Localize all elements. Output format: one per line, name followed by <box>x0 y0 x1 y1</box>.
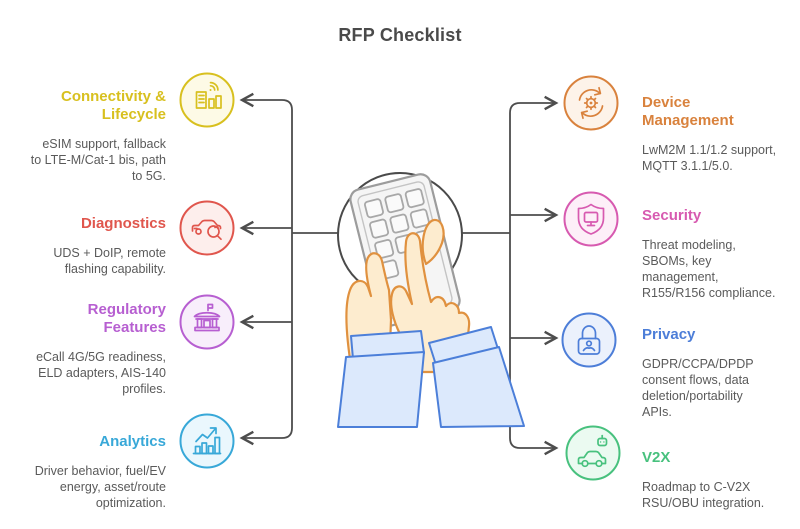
item-description: Threat modeling, SBOMs, key management, … <box>642 238 776 300</box>
right-sleeve <box>432 346 525 428</box>
item-title: Diagnostics <box>80 215 166 232</box>
item-connectivity-lifecycle: Connectivity & Lifecycle eSIM support, f… <box>6 88 166 184</box>
item-title: Connectivity & Lifecycle <box>60 88 166 123</box>
city-signal-icon <box>195 81 222 109</box>
right-hand-thumb <box>421 218 445 266</box>
item-analytics: Analytics Driver behavior, fuel/EV energ… <box>6 433 166 511</box>
item-description: GDPR/CCPA/DPDP consent flows, data delet… <box>642 357 754 419</box>
item-title: Security <box>642 207 702 224</box>
government-building-icon <box>193 303 221 332</box>
analytics-icon <box>179 413 235 469</box>
right-connectors <box>462 103 556 448</box>
item-v2x: V2X Roadmap to C-V2X RSU/OBU integration… <box>642 449 794 511</box>
item-title: Regulatory Features <box>87 301 166 336</box>
regulatory-features-icon <box>179 294 235 350</box>
item-privacy: Privacy GDPR/CCPA/DPDP consent flows, da… <box>642 326 794 420</box>
sync-gear-icon <box>578 86 604 120</box>
privacy-icon <box>561 312 617 368</box>
lock-person-icon <box>577 325 601 355</box>
item-title: Analytics <box>99 433 166 450</box>
item-regulatory-features: Regulatory Features eCall 4G/5G readines… <box>6 301 166 397</box>
item-device-management: Device Management LwM2M 1.1/1.2 support,… <box>642 94 794 174</box>
left-sleeve <box>337 351 425 428</box>
item-title: V2X <box>642 449 671 466</box>
connectivity-lifecycle-icon <box>179 72 235 128</box>
v2x-icon <box>565 425 621 481</box>
item-title: Privacy <box>642 326 696 343</box>
car-robot-icon <box>577 434 608 468</box>
item-description: Roadmap to C-V2X RSU/OBU integration. <box>642 480 765 510</box>
diagnostics-icon <box>179 200 235 256</box>
left-connectors <box>242 100 338 438</box>
security-icon <box>563 191 619 247</box>
item-description: Driver behavior, fuel/EV energy, asset/r… <box>34 464 166 510</box>
bar-chart-icon <box>192 427 222 455</box>
item-description: UDS + DoIP, remote flashing capability. <box>53 246 166 276</box>
item-title: Device Management <box>642 94 734 129</box>
item-description: LwM2M 1.1/1.2 support, MQTT 3.1.1/5.0. <box>642 143 777 173</box>
item-diagnostics: Diagnostics UDS + DoIP, remote flashing … <box>6 215 166 277</box>
item-description: eSIM support, fallback to LTE-M/Cat-1 bi… <box>30 137 166 183</box>
device-management-icon <box>563 75 619 131</box>
item-description: eCall 4G/5G readiness, ELD adapters, AIS… <box>36 350 166 396</box>
car-search-icon <box>191 219 222 241</box>
diagram-title: RFP Checklist <box>338 25 462 45</box>
shield-monitor-icon <box>577 203 605 235</box>
item-security: Security Threat modeling, SBOMs, key man… <box>642 207 794 301</box>
